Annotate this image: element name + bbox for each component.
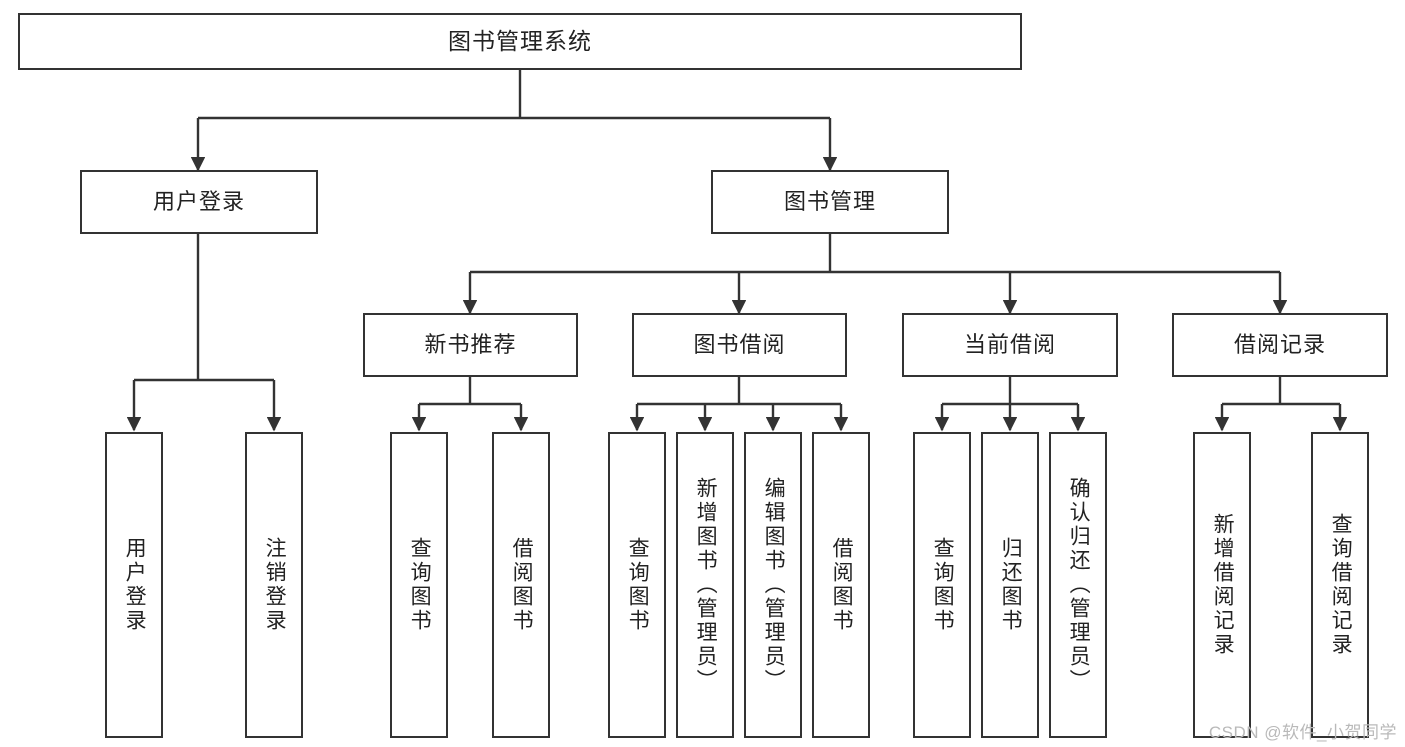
node-label: 查询图书	[931, 537, 955, 633]
leaf-add-book-admin[interactable]: 新增图书（管理员）	[676, 432, 734, 738]
leaf-return-book[interactable]: 归还图书	[981, 432, 1039, 738]
leaf-query-book-recommend[interactable]: 查询图书	[390, 432, 448, 738]
node-label: 用户登录	[123, 537, 147, 633]
node-label: 当前借阅	[963, 331, 1056, 357]
watermark-text: CSDN @软件_小贺同学	[1208, 723, 1397, 742]
node-borrowing-record[interactable]: 借阅记录	[1172, 313, 1388, 377]
leaf-add-borrow-record[interactable]: 新增借阅记录	[1193, 432, 1251, 738]
leaf-confirm-return-admin[interactable]: 确认归还（管理员）	[1049, 432, 1107, 738]
leaf-query-borrow-record[interactable]: 查询借阅记录	[1311, 432, 1369, 738]
leaf-query-book-current[interactable]: 查询图书	[913, 432, 971, 738]
node-label: 注销登录	[263, 537, 287, 633]
node-label: 用户登录	[152, 188, 245, 214]
leaf-borrow-book-recommend[interactable]: 借阅图书	[492, 432, 550, 738]
node-current-borrowing[interactable]: 当前借阅	[902, 313, 1118, 377]
node-label: 图书借阅	[693, 331, 786, 357]
node-label: 新增图书（管理员）	[694, 477, 718, 693]
node-user-login[interactable]: 用户登录	[80, 170, 318, 234]
node-label: 编辑图书（管理员）	[762, 477, 786, 693]
node-book-management[interactable]: 图书管理	[711, 170, 949, 234]
leaf-logout[interactable]: 注销登录	[245, 432, 303, 738]
node-label: 查询图书	[408, 537, 432, 633]
node-label: 借阅记录	[1233, 331, 1326, 357]
node-label: 图书管理系统	[448, 27, 592, 54]
node-label: 借阅图书	[830, 537, 854, 633]
leaf-borrow-book[interactable]: 借阅图书	[812, 432, 870, 738]
node-label: 图书管理	[783, 188, 876, 214]
node-book-management-system[interactable]: 图书管理系统	[18, 13, 1022, 70]
node-label: 归还图书	[999, 537, 1023, 633]
leaf-user-login[interactable]: 用户登录	[105, 432, 163, 738]
node-label: 新书推荐	[424, 331, 517, 357]
node-label: 确认归还（管理员）	[1067, 477, 1091, 693]
node-new-book-recommendation[interactable]: 新书推荐	[363, 313, 578, 377]
node-book-borrowing[interactable]: 图书借阅	[632, 313, 847, 377]
leaf-edit-book-admin[interactable]: 编辑图书（管理员）	[744, 432, 802, 738]
node-label: 查询图书	[626, 537, 650, 633]
node-label: 新增借阅记录	[1211, 513, 1235, 657]
leaf-query-book-borrow[interactable]: 查询图书	[608, 432, 666, 738]
node-label: 借阅图书	[510, 537, 534, 633]
node-label: 查询借阅记录	[1329, 513, 1353, 657]
